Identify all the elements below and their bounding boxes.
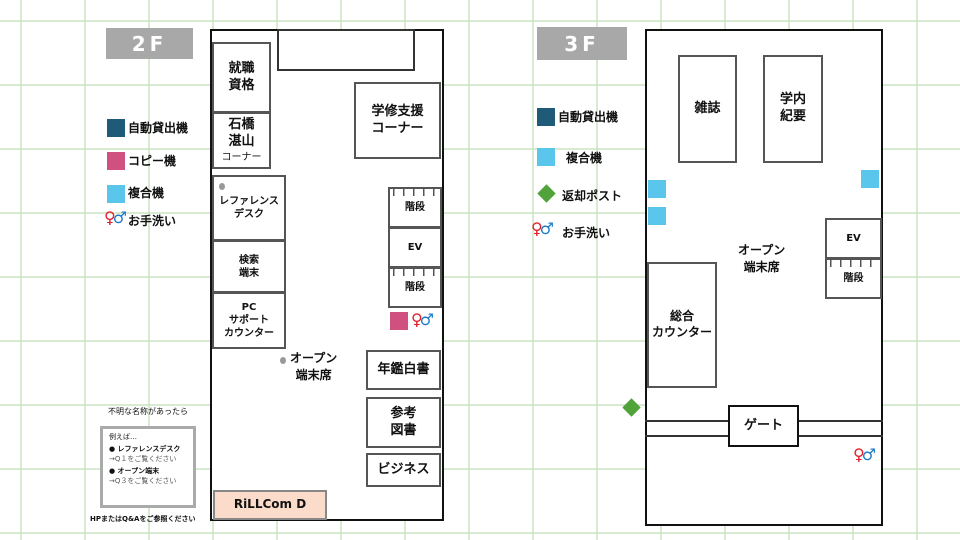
legend-label: 自動貸出機 — [558, 110, 619, 124]
note-example: 例えば… — [109, 433, 137, 441]
pc-support-counter: PC サポート カウンター — [212, 292, 286, 349]
return-box-legend-icon — [537, 184, 556, 203]
multifunction-icon — [648, 180, 666, 198]
legend-label: 複合機 — [566, 151, 603, 165]
reference-books-shelf: 参考 図書 — [366, 397, 441, 448]
marker-dot — [219, 183, 225, 190]
note-box: 例えば… ● レファレンスデスク →Q１をご覧ください ● オープン端末 →Q３… — [100, 426, 196, 508]
search-terminal: 検索 端末 — [212, 240, 286, 293]
restroom-icon: ♀♂ — [411, 310, 434, 329]
yearbook-shelf: 年鑑白書 — [366, 350, 441, 390]
stairs: 階段 — [388, 267, 442, 308]
multifunction-legend-icon — [107, 185, 125, 203]
room-learning-support: 学修支援 コーナー — [354, 82, 441, 159]
note-item2: ● オープン端末 — [109, 467, 160, 476]
top-area — [277, 29, 415, 71]
note-footer: HPまたはQ&Aをご参照ください — [90, 515, 196, 523]
open-terminal-area: オープン 端末席 — [738, 243, 786, 274]
room-ishibashi: 石橋 湛山コーナー — [212, 112, 271, 169]
multifunction-icon — [648, 207, 666, 225]
legend-label: コピー機 — [128, 154, 177, 168]
lending-machine-legend-icon — [107, 119, 125, 137]
note-item2-hint: →Q３をご覧ください — [109, 476, 177, 485]
open-terminal-area: オープン 端末席 — [290, 351, 338, 382]
legend-label: 複合機 — [128, 186, 165, 200]
elevator: EV — [825, 218, 882, 259]
stairs: 階段 — [825, 258, 882, 299]
multifunction-legend-icon — [537, 148, 555, 166]
room-career: 就職 資格 — [212, 42, 271, 113]
magazines: 雑誌 — [678, 55, 737, 163]
floor-2f-tab: 2F — [106, 28, 193, 59]
floor-3f-tab: 3F — [537, 27, 627, 60]
legend-label: 返却ポスト — [562, 189, 623, 203]
legend-label: お手洗い — [562, 226, 611, 240]
note-item1-hint: →Q１をご覧ください — [109, 454, 177, 463]
legend-label: 自動貸出機 — [128, 121, 189, 135]
return-box-icon — [622, 398, 641, 417]
rillcom-d: RiLLCom D — [213, 490, 327, 520]
general-counter: 総合 カウンター — [647, 262, 717, 388]
marker-dot — [280, 357, 286, 364]
gate: ゲート — [728, 405, 799, 447]
copy-machine-icon — [390, 312, 408, 330]
restroom-legend-icon: ♀♂ — [531, 219, 554, 238]
copy-machine-legend-icon — [107, 152, 125, 170]
restroom-icon: ♀♂ — [853, 445, 876, 464]
note-title: 不明な名称があったら — [108, 407, 188, 416]
university-bulletins: 学内 紀要 — [763, 55, 823, 163]
note-item1: ● レファレンスデスク — [109, 445, 181, 454]
legend-label: お手洗い — [128, 214, 177, 228]
business-shelf: ビジネス — [366, 453, 441, 487]
restroom-legend-icon: ♀♂ — [104, 208, 127, 227]
multifunction-icon — [861, 170, 879, 188]
elevator: EV — [388, 227, 442, 268]
stairs: 階段 — [388, 187, 442, 228]
lending-machine-legend-icon — [537, 108, 555, 126]
